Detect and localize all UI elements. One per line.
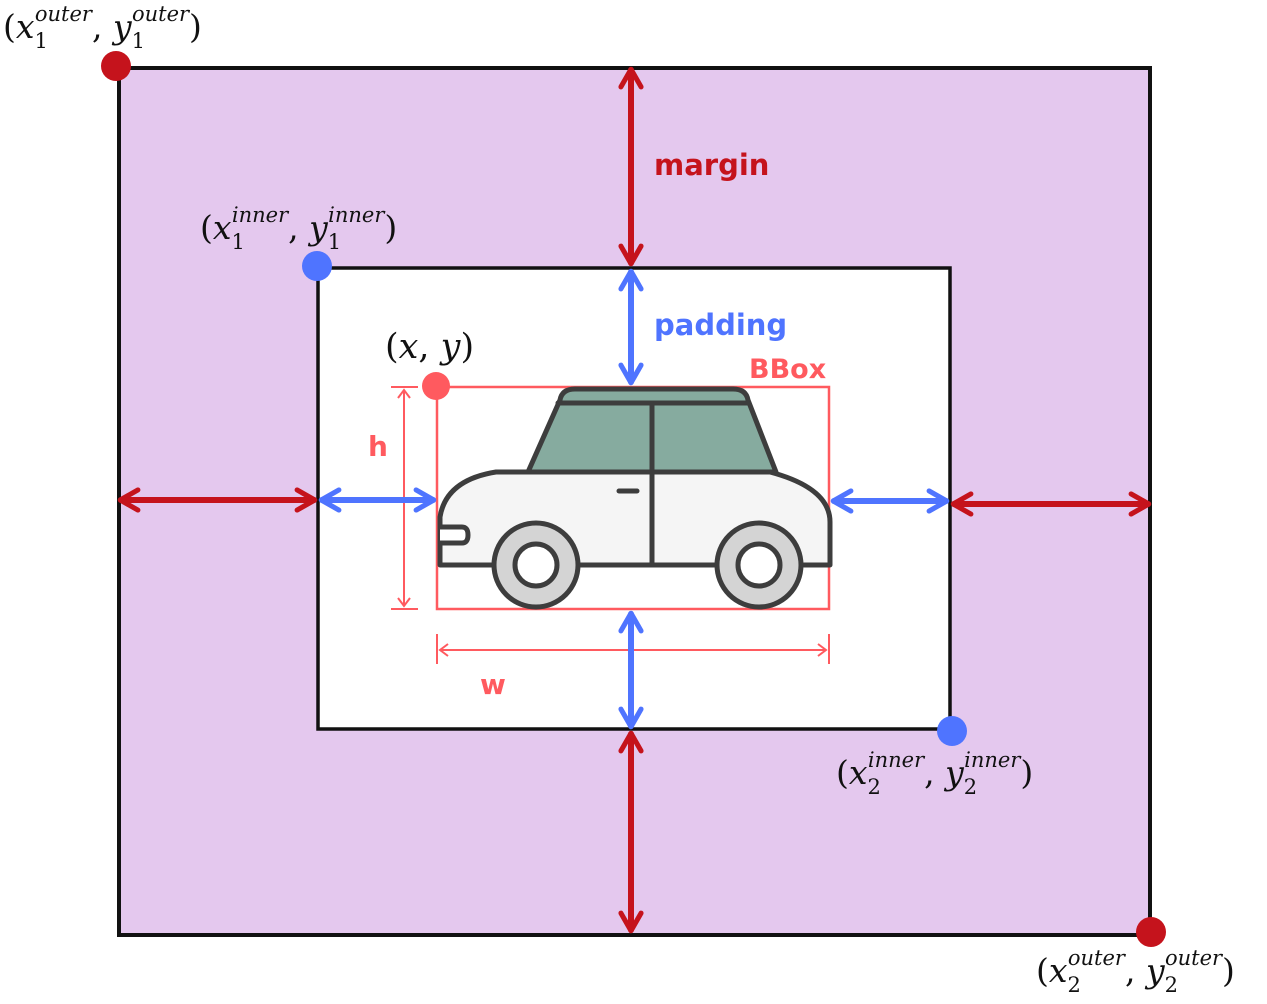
margin-arrows xyxy=(117,66,1152,934)
padding-label: padding xyxy=(654,308,787,342)
outer-top-left-point xyxy=(101,51,131,81)
inner-bottom-right-point xyxy=(937,716,967,746)
margin-label: margin xyxy=(654,148,769,182)
padding-arrows xyxy=(318,268,950,730)
outer-bottom-right-label: (x2outer, y2outer) xyxy=(1036,946,1235,997)
outer-bottom-right-point xyxy=(1136,917,1166,947)
bbox-label: BBox xyxy=(749,354,826,385)
inner-top-left-point xyxy=(302,251,332,281)
h-label: h xyxy=(368,430,388,463)
car-icon xyxy=(437,386,833,610)
inner-top-left-label: (x1inner, y1inner) xyxy=(200,203,397,254)
bbox-origin-point xyxy=(422,372,450,400)
w-label: w xyxy=(480,668,506,701)
bbox-origin-label: (x, y) xyxy=(385,327,474,367)
outer-top-left-label: (x1outer, y1outer) xyxy=(3,2,202,53)
inner-bottom-right-label: (x2inner, y2inner) xyxy=(836,748,1033,799)
